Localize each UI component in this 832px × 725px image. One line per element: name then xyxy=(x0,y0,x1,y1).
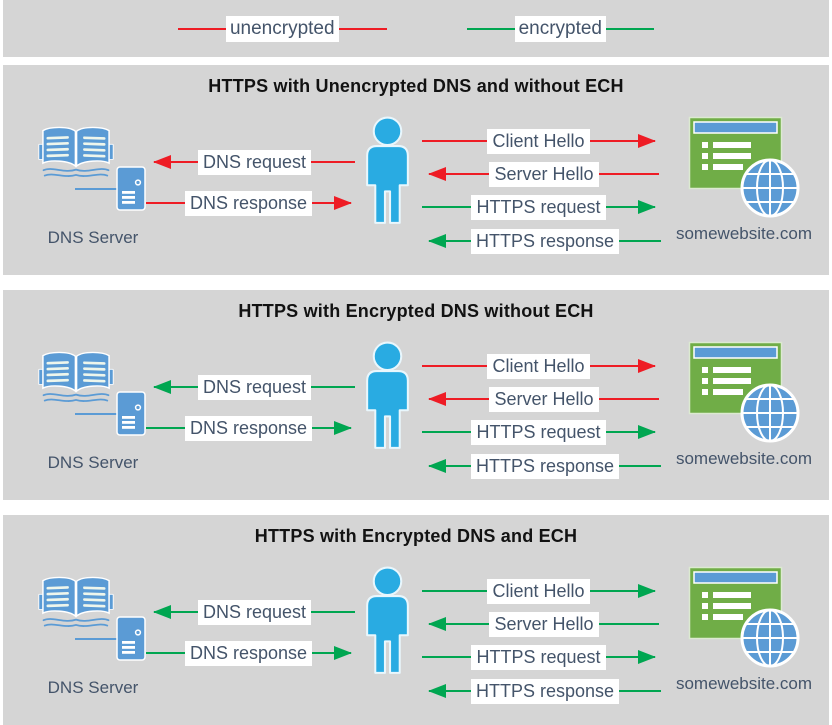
arrow-label: Server Hello xyxy=(489,161,599,187)
dns-response-arrow: DNS response xyxy=(146,415,352,441)
arrowhead-icon xyxy=(428,234,446,248)
user-person-icon xyxy=(366,341,409,449)
dns-request-arrow: DNS request xyxy=(153,599,355,625)
https-response-arrow: HTTPS response xyxy=(428,678,661,704)
arrowhead-icon xyxy=(428,684,446,698)
panel-title: HTTPS with Encrypted DNS without ECH xyxy=(238,301,594,321)
arrow-label: HTTPS response xyxy=(470,228,620,254)
website-domain-label: somewebsite.com xyxy=(675,449,813,468)
encrypted-line-icon xyxy=(466,27,515,30)
legend-bar: unencrypted encrypted xyxy=(3,0,829,57)
arrowhead-icon xyxy=(428,459,446,473)
book-server-connector-line xyxy=(75,188,118,190)
arrowhead-icon xyxy=(334,646,352,660)
arrowhead-icon xyxy=(638,425,656,439)
scenario-panel-1: HTTPS with Unencrypted DNS and without E… xyxy=(3,65,829,275)
arrow-label: Client Hello xyxy=(487,578,590,604)
arrow-label: DNS response xyxy=(184,640,313,666)
arrowhead-icon xyxy=(638,584,656,598)
website-browser-globe-icon xyxy=(688,341,800,443)
arrow-label: DNS response xyxy=(184,190,313,216)
server-hello-arrow: Server Hello xyxy=(428,611,659,637)
arrow-label: Client Hello xyxy=(487,353,590,379)
dns-request-arrow: DNS request xyxy=(153,374,355,400)
dns-book-icon xyxy=(38,351,114,402)
dns-request-arrow: DNS request xyxy=(153,149,355,175)
arrowhead-icon xyxy=(153,605,171,619)
dns-server-icon xyxy=(116,616,146,661)
dns-book-icon xyxy=(38,126,114,177)
arrow-label: HTTPS request xyxy=(471,644,606,670)
arrow-label: Client Hello xyxy=(487,128,590,154)
user-person-icon xyxy=(366,566,409,674)
website-domain-label: somewebsite.com xyxy=(675,224,813,243)
arrow-label: DNS response xyxy=(184,415,313,441)
dns-server-icon xyxy=(116,166,146,211)
unencrypted-line-icon xyxy=(338,27,387,30)
arrow-label: DNS request xyxy=(197,374,312,400)
https-request-arrow: HTTPS request xyxy=(422,644,656,670)
website-browser-globe-icon xyxy=(688,116,800,218)
legend-item-encrypted: encrypted xyxy=(466,15,655,42)
arrowhead-icon xyxy=(153,155,171,169)
arrowhead-icon xyxy=(334,421,352,435)
scenario-panel-3: HTTPS with Encrypted DNS and ECH xyxy=(3,515,829,725)
panel-title: HTTPS with Encrypted DNS and ECH xyxy=(254,526,578,546)
panel-title: HTTPS with Unencrypted DNS and without E… xyxy=(208,76,624,96)
arrowhead-icon xyxy=(638,650,656,664)
arrow-label: DNS request xyxy=(197,149,312,175)
dns-server-label: DNS Server xyxy=(47,678,139,697)
dns-response-arrow: DNS response xyxy=(146,640,352,666)
website-browser-globe-icon xyxy=(688,566,800,668)
client-hello-arrow: Client Hello xyxy=(422,578,656,604)
panels-container: HTTPS with Unencrypted DNS and without E… xyxy=(0,65,832,725)
server-hello-arrow: Server Hello xyxy=(428,161,659,187)
https-request-arrow: HTTPS request xyxy=(422,419,656,445)
user-person-icon xyxy=(366,116,409,224)
arrow-label: HTTPS request xyxy=(471,194,606,220)
arrowhead-icon xyxy=(334,196,352,210)
legend-label-unencrypted: unencrypted xyxy=(225,15,339,42)
scenario-panel-2: HTTPS with Encrypted DNS without ECH xyxy=(3,290,829,500)
encrypted-line-icon xyxy=(606,27,655,30)
arrowhead-icon xyxy=(428,167,446,181)
arrowhead-icon xyxy=(638,359,656,373)
dns-server-label: DNS Server xyxy=(47,453,139,472)
dns-book-icon xyxy=(38,576,114,627)
arrow-label: HTTPS response xyxy=(470,453,620,479)
arrow-label: HTTPS response xyxy=(470,678,620,704)
arrow-label: Server Hello xyxy=(489,386,599,412)
arrow-label: DNS request xyxy=(197,599,312,625)
website-domain-label: somewebsite.com xyxy=(675,674,813,693)
legend-label-encrypted: encrypted xyxy=(514,15,607,42)
unencrypted-line-icon xyxy=(177,27,226,30)
arrowhead-icon xyxy=(428,617,446,631)
dns-server-icon xyxy=(116,391,146,436)
arrowhead-icon xyxy=(428,392,446,406)
arrowhead-icon xyxy=(638,200,656,214)
arrow-label: Server Hello xyxy=(489,611,599,637)
client-hello-arrow: Client Hello xyxy=(422,353,656,379)
dns-response-arrow: DNS response xyxy=(146,190,352,216)
book-server-connector-line xyxy=(75,413,118,415)
arrowhead-icon xyxy=(638,134,656,148)
book-server-connector-line xyxy=(75,638,118,640)
https-response-arrow: HTTPS response xyxy=(428,453,661,479)
https-request-arrow: HTTPS request xyxy=(422,194,656,220)
arrowhead-icon xyxy=(153,380,171,394)
arrow-label: HTTPS request xyxy=(471,419,606,445)
https-response-arrow: HTTPS response xyxy=(428,228,661,254)
server-hello-arrow: Server Hello xyxy=(428,386,659,412)
client-hello-arrow: Client Hello xyxy=(422,128,656,154)
dns-server-label: DNS Server xyxy=(47,228,139,247)
legend-item-unencrypted: unencrypted xyxy=(177,15,387,42)
